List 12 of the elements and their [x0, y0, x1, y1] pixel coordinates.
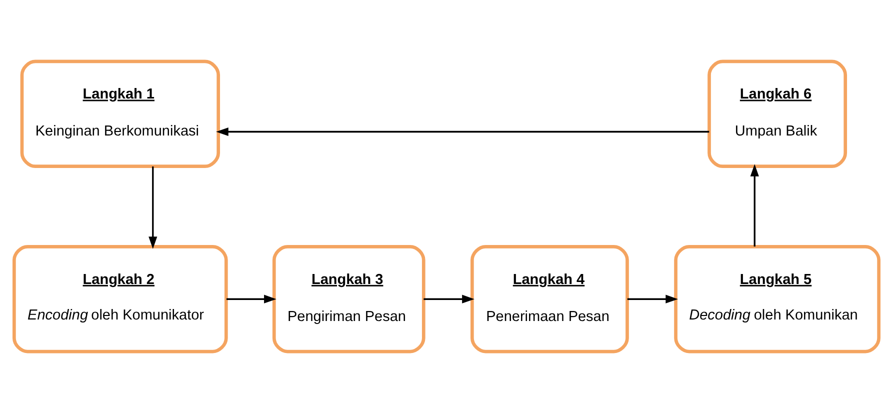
node-box: Langkah 1 Keinginan Berkomunikasi — [20, 60, 220, 168]
arrow — [626, 294, 678, 304]
node-box: Langkah 5 Decoding oleh Komunikan — [674, 245, 880, 354]
arrow — [423, 294, 474, 304]
node-box: Langkah 6 Umpan Balik — [707, 60, 847, 168]
arrow — [148, 166, 157, 249]
node-box: Langkah 3 Pengiriman Pesan — [272, 245, 425, 354]
node-box: Langkah 4 Penerimaan Pesan — [470, 245, 628, 354]
node-box: Langkah 2 Encoding oleh Komunikator — [12, 245, 228, 354]
arrow — [216, 127, 709, 136]
arrow — [226, 294, 276, 304]
arrow — [750, 164, 758, 247]
